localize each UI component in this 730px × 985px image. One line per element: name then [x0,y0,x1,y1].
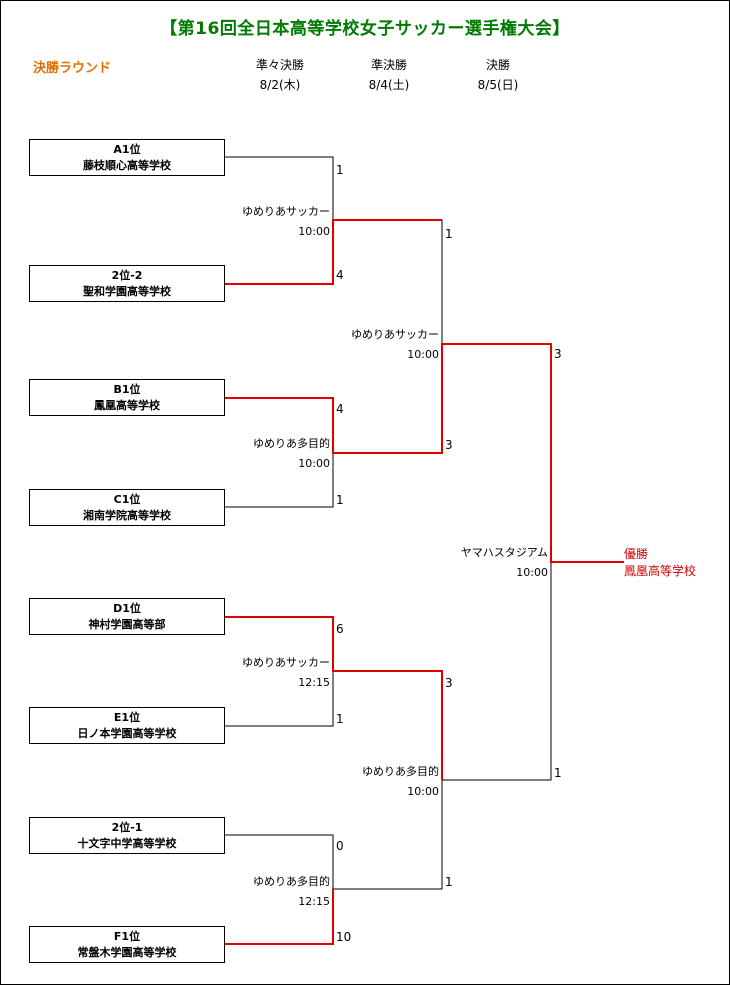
line-qf1-winner [225,219,442,285]
team-seed: F1位 [113,930,141,943]
venue-sf2: ゆめりあ多目的 10:00 [310,762,439,802]
team-box-4: C1位 湘南学院高等学校 [29,489,225,526]
venue-name: ゆめりあ多目的 [253,875,330,888]
team-seed: E1位 [113,711,141,724]
score-sf1-top: 1 [445,227,453,241]
score-qf1-top: 1 [336,163,344,177]
column-date: 8/2(木) [259,78,301,92]
team-box-1: A1位 藤枝順心高等学校 [29,139,225,176]
match-time: 10:00 [407,785,439,798]
column-date: 8/4(土) [368,78,410,92]
column-name: 準々決勝 [255,58,304,72]
team-box-8: F1位 常盤木学園高等学校 [29,926,225,963]
line-qf4-top [225,834,334,889]
venue-name: ゆめりあ多目的 [362,765,439,778]
match-time: 12:15 [298,895,330,908]
venue-name: ゆめりあ多目的 [253,437,330,450]
venue-final: ヤマハスタジアム 10:00 [420,543,548,583]
venue-qf2: ゆめりあ多目的 10:00 [200,434,330,474]
team-box-3: B1位 鳳凰高等学校 [29,379,225,416]
column-name: 決勝 [485,58,510,72]
line-qf2-bottom [225,453,334,508]
team-box-6: E1位 日ノ本学園高等学校 [29,707,225,744]
team-box-7: 2位-1 十文字中学高等学校 [29,817,225,854]
champion-label: 優勝 鳳凰高等学校 [624,546,696,580]
venue-qf4: ゆめりあ多目的 12:15 [200,872,330,912]
line-qf1-top [225,156,334,220]
champion-title: 優勝 [624,547,649,561]
team-seed: B1位 [113,383,141,396]
line-final-bottom [442,562,552,781]
line-qf4-winner [225,889,334,945]
match-time: 10:00 [298,457,330,470]
team-seed: 2位-2 [111,269,143,282]
score-sf2-top: 3 [445,676,453,690]
score-final-top: 3 [554,347,562,361]
match-time: 12:15 [298,676,330,689]
venue-name: ヤマハスタジアム [460,546,548,559]
score-qf1-bottom: 4 [336,268,344,282]
venue-qf3: ゆめりあサッカー 12:15 [200,653,330,693]
team-name: 湘南学院高等学校 [83,509,171,522]
venue-qf1: ゆめりあサッカー 10:00 [200,202,330,242]
score-final-bottom: 1 [554,766,562,780]
match-time: 10:00 [407,348,439,361]
score-qf3-top: 6 [336,622,344,636]
venue-name: ゆめりあサッカー [242,205,330,218]
winner-lines [225,219,624,945]
line-qf3-bottom [225,671,334,727]
venue-name: ゆめりあサッカー [351,328,439,341]
match-time: 10:00 [516,566,548,579]
score-qf3-bottom: 1 [336,712,344,726]
venue-sf1: ゆめりあサッカー 10:00 [310,325,439,365]
score-qf4-bottom: 10 [336,930,352,944]
column-date: 8/5(日) [477,78,519,92]
team-name: 常盤木学園高等学校 [77,946,177,959]
team-name: 日ノ本学園高等学校 [77,727,177,740]
score-qf4-top: 0 [336,839,344,853]
team-box-5: D1位 神村学園高等部 [29,598,225,635]
team-seed: 2位-1 [111,821,143,834]
line-qf3-winner [225,616,443,780]
team-name: 聖和学園高等学校 [83,285,171,298]
score-qf2-top: 4 [336,402,344,416]
team-box-2: 2位-2 聖和学園高等学校 [29,265,225,302]
column-header-quarterfinal: 準々決勝 8/2(木) [225,55,335,95]
score-qf2-bottom: 1 [336,493,344,507]
team-name: 十文字中学高等学校 [77,837,177,850]
venue-name: ゆめりあサッカー [242,656,330,669]
team-seed: A1位 [113,143,141,156]
line-qf2-winner [225,343,624,563]
round-label: 決勝ラウンド [33,61,112,76]
team-name: 鳳凰高等学校 [94,399,160,412]
score-sf1-bottom: 3 [445,438,453,452]
column-header-final: 決勝 8/5(日) [443,55,553,95]
team-name: 神村学園高等部 [88,618,166,631]
team-seed: C1位 [113,493,141,506]
team-seed: D1位 [113,602,141,615]
champion-name: 鳳凰高等学校 [624,564,697,578]
page-title: 【第16回全日本高等学校女子サッカー選手権大会】 [160,19,570,39]
match-time: 10:00 [298,225,330,238]
line-sf2-bottom [333,780,443,890]
score-sf2-bottom: 1 [445,875,453,889]
column-header-semifinal: 準決勝 8/4(土) [334,55,444,95]
team-name: 藤枝順心高等学校 [83,159,171,172]
column-name: 準決勝 [370,58,407,72]
